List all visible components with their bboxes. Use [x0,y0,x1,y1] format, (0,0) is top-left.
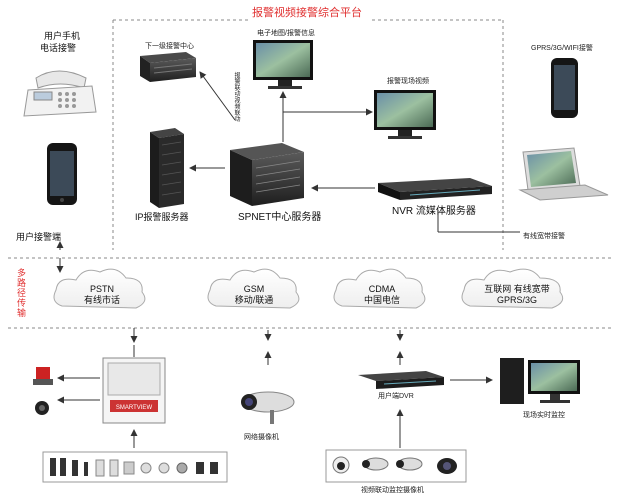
user-dvr-icon [358,371,444,389]
wired-broadband-label: 有线宽带接警 [523,233,565,240]
nvr-server-label: NVR 流媒体服务器 [392,206,476,217]
cloud-internet-label: 互联网 有线宽带 GPRS/3G [478,284,556,307]
gprs-wifi-label: GPRS/3G/WIFI接警 [531,45,593,52]
cloud-pstn-line2: 有线市话 [83,295,120,306]
sensor-row [42,451,228,483]
emap-monitor [253,40,313,89]
smartphone-right-icon [551,58,578,118]
cloud-cdma-line2: 中国电信 [363,295,400,306]
site-monitor-label: 现场实时监控 [523,412,565,419]
multi-path-label: 多路径传输 [16,268,26,318]
cloud-pstn-line1: PSTN [89,284,114,294]
alarm-control-panel: SMARTVIEW [102,357,166,424]
site-monitor-pc-icon [500,358,580,404]
cloud-gsm [207,268,300,309]
cloud-gsm-label: GSM 移动/联通 [224,284,284,307]
platform-title: 报警视频接警综合平台 [252,7,362,19]
cloud-pstn [53,268,146,309]
spnet-center-server [230,143,304,206]
panel-brand: SMARTVIEW [116,405,153,411]
bottom-connectors [56,241,493,448]
phone-label-line1: 用户手机 [44,31,81,41]
cloud-cdma-line1: CDMA [368,284,396,294]
siren-icon [33,367,53,385]
nvr-recorder [378,178,492,200]
cloud-pstn-label: PSTN 有线市话 [72,284,132,307]
ip-alarm-server-label: IP报警服务器 [135,212,189,222]
cloud-internet-line1: 互联网 有线宽带 [484,284,550,294]
smartphone-left-icon [47,143,77,205]
laptop-icon [518,147,609,201]
cloud-internet [461,268,564,309]
phone-label-line2: 电话接警 [40,43,77,53]
cloud-cdma [333,268,426,309]
center-connectors [189,71,520,233]
desk-phone-icon [23,70,97,117]
emap-alarm-info-label: 电子地图/报警信息 [257,30,315,37]
lower-alarm-center-server [140,52,196,82]
user-dvr-label: 用户端DVR [378,393,414,400]
linkage-label: 报警联动/视频联动 [233,72,239,122]
cloud-gsm-line2: 移动/联通 [234,295,274,306]
cloud-internet-line2: GPRS/3G [496,295,537,306]
network-camera-icon [241,391,295,424]
lower-alarm-center-label: 下一级接警中心 [145,43,194,50]
speaker-icon [35,401,49,415]
linked-cameras-label: 视频联动监控摄像机 [361,487,424,494]
spnet-server-label: SPNET中心服务器 [238,212,322,223]
linked-cameras-row [325,449,467,483]
cloud-cdma-label: CDMA 中国电信 [352,284,412,307]
alarm-site-video-monitor [374,90,436,139]
user-alarm-label: 用户接警端 [16,232,62,242]
cloud-gsm-line1: GSM [243,284,265,294]
network-camera-label: 网络摄像机 [244,434,279,441]
alarm-site-video-label: 报警现场视频 [387,78,429,85]
dashed-dividers [8,19,612,329]
ip-alarm-server-tower [150,128,184,208]
